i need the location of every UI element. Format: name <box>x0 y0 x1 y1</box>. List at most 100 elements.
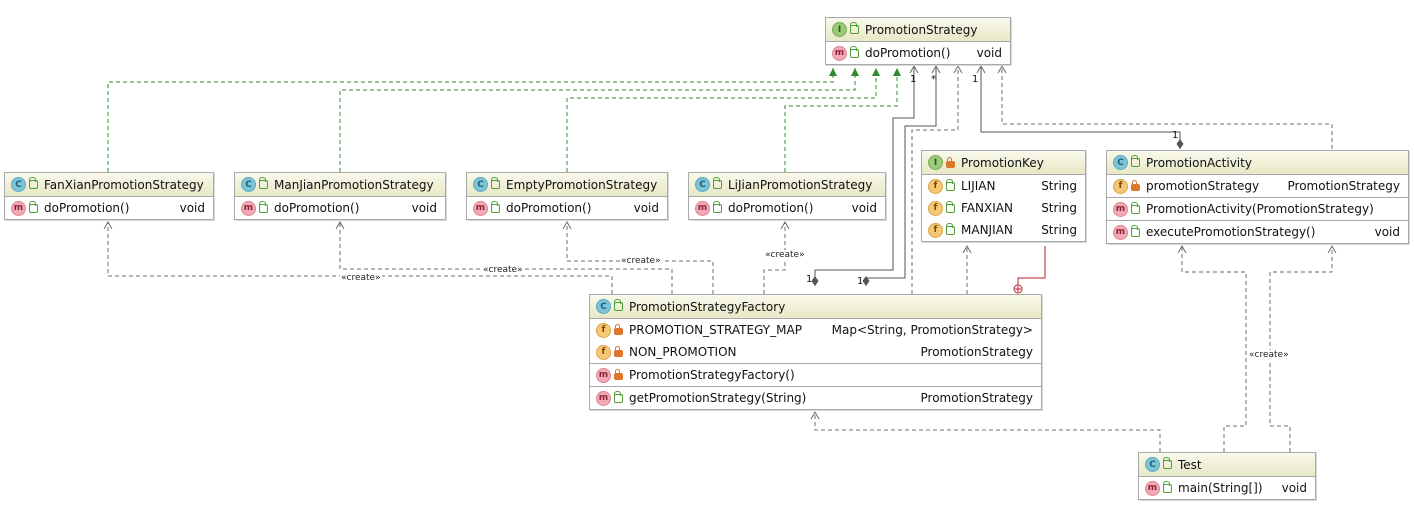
method-row[interactable]: m doPromotion() void <box>467 197 667 219</box>
field-row[interactable]: f promotionStrategy PromotionStrategy <box>1107 175 1408 197</box>
mult-activity-one: 1 <box>1172 130 1179 141</box>
method-row[interactable]: m doPromotion() void <box>5 197 213 219</box>
member-name: executePromotionStrategy() <box>1146 225 1316 239</box>
method-row[interactable]: m doPromotion() void <box>689 197 885 219</box>
member-type: String <box>1041 179 1077 193</box>
method-icon: m <box>832 45 847 61</box>
mult-factory-one-a: 1 <box>806 274 813 285</box>
edge-activity-depends-strategy <box>997 64 1333 149</box>
class-fanxian-promotion-strategy[interactable]: C FanXianPromotionStrategy m doPromotion… <box>4 172 214 220</box>
association-edges <box>811 64 1184 286</box>
mult-factory-one-b: 1 <box>857 276 864 287</box>
method-icon: m <box>473 200 488 216</box>
member-type: void <box>976 46 1002 60</box>
member-type: void <box>851 201 877 215</box>
member-type: void <box>179 201 205 215</box>
methods-section: m getPromotionStrategy(String) Promotion… <box>590 387 1041 409</box>
private-lock-icon <box>614 324 623 335</box>
methods-section: m doPromotion() void <box>467 197 667 219</box>
member-type: PromotionStrategy <box>920 345 1033 359</box>
public-lock-icon <box>29 200 38 213</box>
mult-strategy-one-a: 1 <box>910 74 917 85</box>
class-header: C PromotionActivity <box>1107 151 1408 175</box>
public-lock-icon <box>1131 155 1140 167</box>
class-header: I PromotionStrategy <box>826 18 1010 42</box>
field-row[interactable]: f NON_PROMOTION PromotionStrategy <box>590 341 1041 363</box>
mult-strategy-one-b: 1 <box>972 74 979 85</box>
method-icon: m <box>11 200 26 216</box>
class-header: C LiJianPromotionStrategy <box>689 173 885 197</box>
class-name: FanXianPromotionStrategy <box>44 177 204 192</box>
class-icon: C <box>1145 457 1160 472</box>
inner-class-edge <box>1013 246 1046 294</box>
class-promotion-key[interactable]: I PromotionKey f LIJIAN String f FANXIAN… <box>921 150 1086 242</box>
stereo-create-manjian: «create» <box>482 265 524 275</box>
field-icon: f <box>928 178 943 194</box>
public-lock-icon <box>946 200 955 213</box>
class-empty-promotion-strategy[interactable]: C EmptyPromotionStrategy m doPromotion()… <box>466 172 668 220</box>
class-icon: C <box>473 177 488 192</box>
public-lock-icon <box>491 177 500 189</box>
method-row[interactable]: m doPromotion() void <box>235 197 445 219</box>
public-lock-icon <box>259 200 268 213</box>
constructors-section: m PromotionActivity(PromotionStrategy) <box>1107 198 1408 221</box>
public-lock-icon <box>1131 224 1140 237</box>
member-name: doPromotion() <box>506 201 592 215</box>
methods-section: m main(String[]) void <box>1139 477 1315 499</box>
class-header: I PromotionKey <box>922 151 1085 175</box>
public-lock-icon <box>850 45 859 58</box>
member-type: void <box>1281 481 1307 495</box>
class-lijian-promotion-strategy[interactable]: C LiJianPromotionStrategy m doPromotion(… <box>688 172 886 220</box>
class-header: C EmptyPromotionStrategy <box>467 173 667 197</box>
field-row[interactable]: f LIJIAN String <box>922 175 1085 197</box>
method-row[interactable]: m getPromotionStrategy(String) Promotion… <box>590 387 1041 409</box>
class-icon: C <box>241 177 256 192</box>
public-lock-icon <box>946 222 955 235</box>
class-promotion-strategy[interactable]: I PromotionStrategy m doPromotion() void <box>825 17 1011 65</box>
edge-factory-strategy-many <box>862 64 941 286</box>
method-row[interactable]: m doPromotion() void <box>826 42 1010 64</box>
edge-activity-strategy <box>976 64 1184 149</box>
stereo-create-fanxian: «create» <box>340 273 382 283</box>
class-name: PromotionActivity <box>1146 155 1252 170</box>
field-row[interactable]: f FANXIAN String <box>922 197 1085 219</box>
public-lock-icon <box>1131 201 1140 214</box>
field-icon: f <box>1113 178 1128 194</box>
member-type: PromotionStrategy <box>1287 179 1400 193</box>
private-lock-icon <box>614 369 623 380</box>
edge-manjian-realizes-strategy <box>339 68 859 172</box>
method-icon: m <box>241 200 256 216</box>
method-row[interactable]: m main(String[]) void <box>1139 477 1315 499</box>
private-lock-icon <box>614 346 623 357</box>
constructor-row[interactable]: m PromotionActivity(PromotionStrategy) <box>1107 198 1408 220</box>
member-name: doPromotion() <box>728 201 814 215</box>
class-promotion-strategy-factory[interactable]: C PromotionStrategyFactory f PROMOTION_S… <box>589 294 1042 410</box>
member-type: Map<String, PromotionStrategy> <box>831 323 1033 337</box>
member-name: doPromotion() <box>274 201 360 215</box>
class-promotion-activity[interactable]: C PromotionActivity f promotionStrategy … <box>1106 150 1409 244</box>
member-name: FANXIAN <box>961 201 1013 215</box>
method-icon: m <box>596 390 611 406</box>
class-name: PromotionStrategy <box>865 22 978 37</box>
class-manjian-promotion-strategy[interactable]: C ManJianPromotionStrategy m doPromotion… <box>234 172 446 220</box>
member-name: promotionStrategy <box>1146 179 1260 193</box>
member-name: PromotionActivity(PromotionStrategy) <box>1146 202 1374 216</box>
edge-test-create-activity <box>1177 244 1247 452</box>
member-name: NON_PROMOTION <box>629 345 737 359</box>
member-name: getPromotionStrategy(String) <box>629 391 807 405</box>
public-lock-icon <box>850 22 859 34</box>
member-name: doPromotion() <box>44 201 130 215</box>
field-icon: f <box>596 322 611 338</box>
member-name: PROMOTION_STRATEGY_MAP <box>629 323 802 337</box>
constructors-section: m PromotionStrategyFactory() <box>590 364 1041 387</box>
method-row[interactable]: m executePromotionStrategy() void <box>1107 221 1408 243</box>
constructor-row[interactable]: m PromotionStrategyFactory() <box>590 364 1041 386</box>
field-row[interactable]: f MANJIAN String <box>922 219 1085 241</box>
field-row[interactable]: f PROMOTION_STRATEGY_MAP Map<String, Pro… <box>590 319 1041 341</box>
public-lock-icon <box>946 178 955 191</box>
public-lock-icon <box>713 177 722 189</box>
public-lock-icon <box>29 177 38 189</box>
fields-section: f promotionStrategy PromotionStrategy <box>1107 175 1408 198</box>
class-test[interactable]: C Test m main(String[]) void <box>1138 452 1316 500</box>
